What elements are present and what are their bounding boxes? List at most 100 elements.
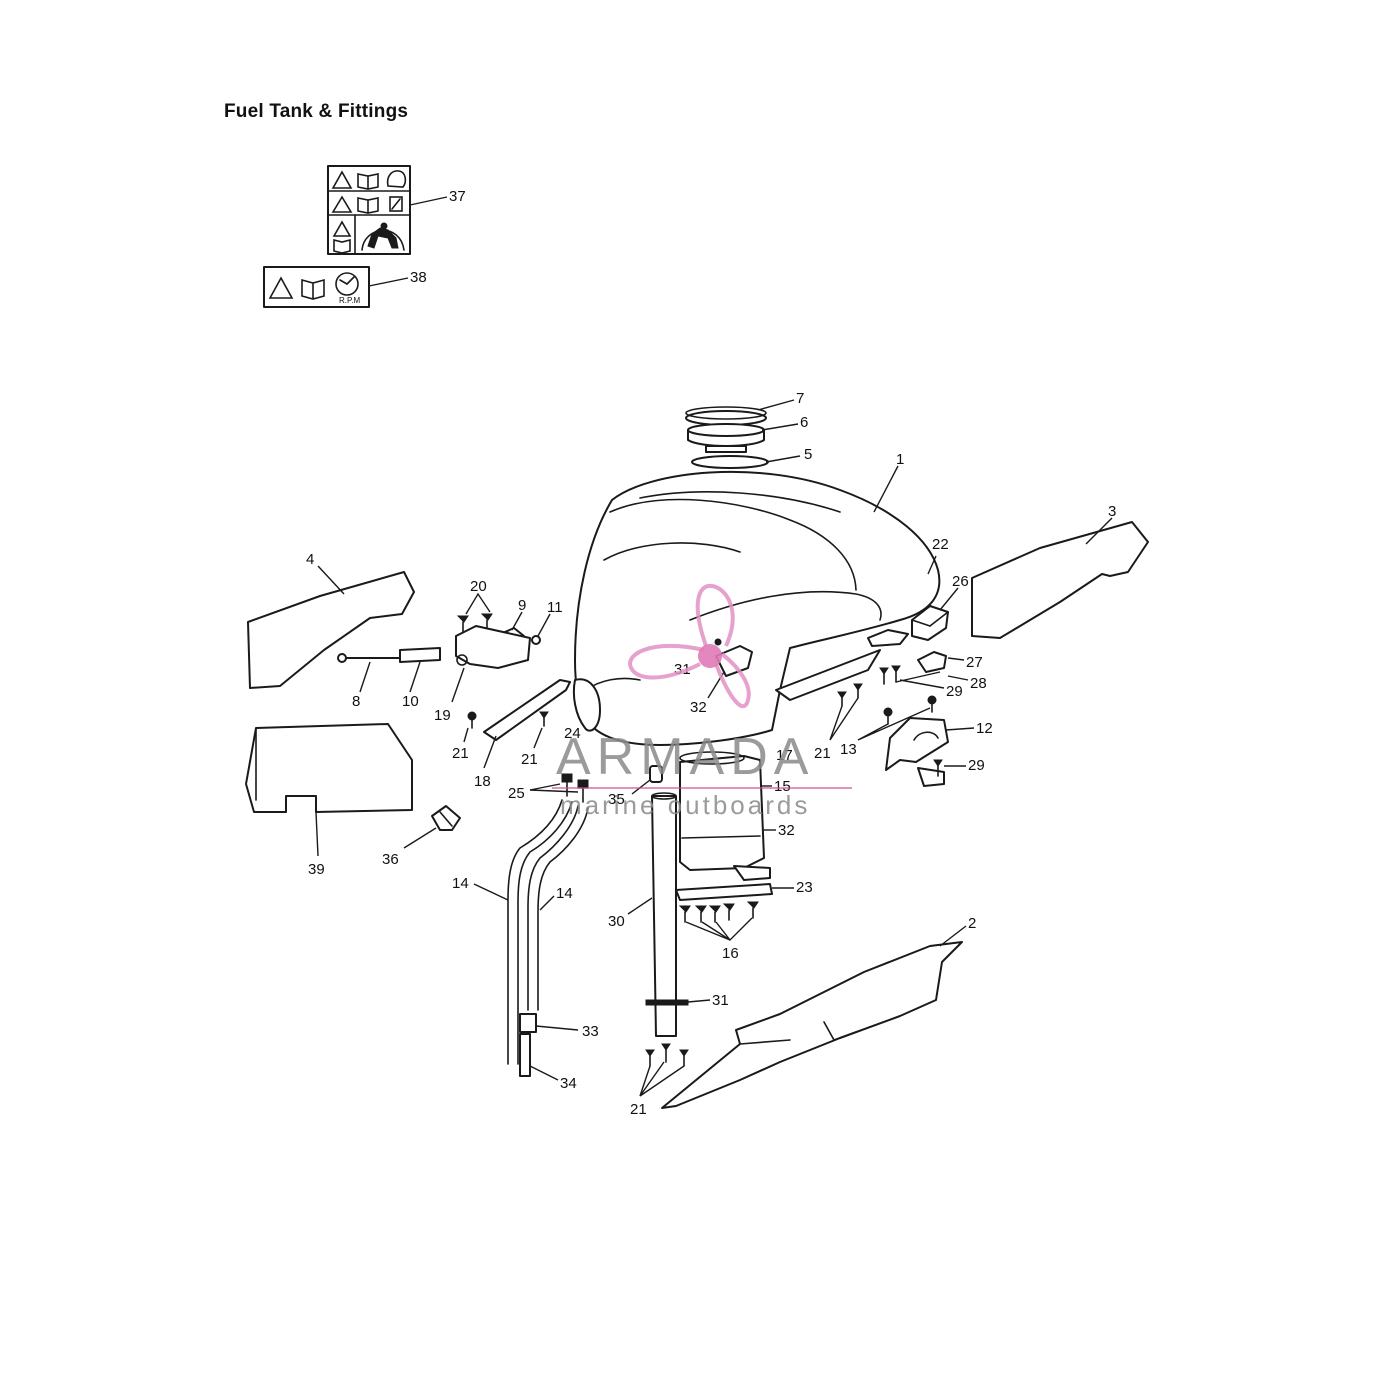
warning-label-38: R.P.M (263, 266, 370, 308)
watermark-brand: ARMADA (556, 728, 814, 786)
callout-21-right: 21 (814, 745, 831, 762)
callout-31-lower: 31 (712, 992, 729, 1009)
warning-triangle-icon (331, 170, 353, 237)
rpm-gauge-icon: R.P.M (335, 272, 361, 305)
callout-35: 35 (608, 791, 625, 808)
propeller-logo-icon (627, 583, 751, 709)
callout-34: 34 (560, 1075, 577, 1092)
screws-29-upper (879, 665, 901, 685)
connector-33 (519, 1013, 537, 1033)
callout-18: 18 (474, 773, 491, 790)
sensor-35 (649, 765, 663, 783)
callout-12: 12 (976, 720, 993, 737)
callout-25: 25 (508, 785, 525, 802)
callout-28: 28 (970, 675, 987, 692)
manual-book-icon (301, 278, 325, 300)
callout-17: 17 (776, 747, 793, 764)
fuel-tank-1 (572, 470, 941, 746)
callout-5: 5 (804, 446, 812, 463)
callout-22: 22 (932, 536, 949, 553)
hinge-bracket-19 (455, 625, 531, 669)
clip-36 (431, 805, 461, 831)
callout-32: 32 (690, 699, 707, 716)
callout-27: 27 (966, 654, 983, 671)
screws-21-right (837, 683, 863, 707)
callout-24: 24 (564, 725, 581, 742)
callout-29-lower: 29 (968, 757, 985, 774)
callout-29: 29 (946, 683, 963, 700)
warning-triangle-icon (268, 276, 294, 299)
grommet-27 (917, 651, 947, 673)
callout-21-bottom: 21 (630, 1101, 647, 1118)
leader-37 (409, 196, 448, 206)
watermark: ARMADA marine outboards (552, 728, 852, 820)
hose-14-a (507, 799, 573, 1065)
under-tray-39 (245, 723, 413, 813)
standpipe-30 (651, 792, 677, 1037)
callout-30: 30 (608, 913, 625, 930)
callout-13: 13 (840, 741, 857, 758)
hose-34 (519, 1033, 531, 1077)
screw-29-lower (933, 759, 943, 777)
callout-6: 6 (800, 414, 808, 431)
helmet-icon (386, 170, 407, 188)
heat-shield-18 (483, 679, 571, 741)
watermark-subtitle: marine outboards (560, 790, 810, 820)
callout-7: 7 (796, 390, 804, 407)
screws-21-bottom (645, 1043, 689, 1067)
hose-14-b (527, 805, 589, 1011)
callout-14-a: 14 (452, 875, 469, 892)
side-panel-4 (247, 571, 415, 689)
bolt-8 (337, 653, 401, 663)
callout-1: 1 (896, 451, 904, 468)
callout-20: 20 (470, 578, 487, 595)
rpm-text: R.P.M (339, 296, 361, 305)
callout-16: 16 (722, 945, 739, 962)
callout-4: 4 (306, 551, 314, 568)
lower-panel-2 (661, 941, 963, 1109)
callout-32-lower: 32 (778, 822, 795, 839)
filler-seal-5 (691, 455, 769, 469)
callout-19: 19 (434, 707, 451, 724)
clamp-ring-31 (645, 999, 689, 1006)
spacer-tube-10 (399, 647, 441, 663)
callout-39: 39 (308, 861, 325, 878)
callout-21-left: 21 (452, 745, 469, 762)
callout-26: 26 (952, 573, 969, 590)
pump-housing-15 (679, 751, 771, 881)
callout-33: 33 (582, 1023, 599, 1040)
screws-13 (883, 695, 937, 725)
callout-9: 9 (518, 597, 526, 614)
screws-20 (456, 613, 493, 633)
fuel-cap-top-7 (685, 406, 767, 426)
callout-38: 38 (410, 269, 427, 286)
relay-box-26 (911, 605, 949, 641)
callout-37: 37 (449, 188, 466, 205)
rider-icon (361, 222, 405, 251)
fuel-can-icon (389, 196, 403, 212)
callout-23: 23 (796, 879, 813, 896)
callout-36: 36 (382, 851, 399, 868)
side-panel-3 (971, 521, 1149, 639)
fittings-25 (561, 773, 589, 803)
callout-14-b: 14 (556, 885, 573, 902)
leader-38 (368, 277, 409, 287)
warning-label-37 (327, 165, 411, 255)
nut-11 (531, 635, 541, 645)
callout-11: 11 (547, 599, 563, 616)
callout-21-mid: 21 (521, 751, 538, 768)
callout-3: 3 (1108, 503, 1116, 520)
callout-10: 10 (402, 693, 419, 710)
mount-bracket-22 (867, 629, 909, 647)
mounting-plate-23 (675, 883, 773, 901)
callout-15: 15 (774, 778, 791, 795)
page-title: Fuel Tank & Fittings (224, 101, 409, 122)
fuel-cap-body-6 (687, 423, 765, 453)
screws-16 (678, 901, 759, 923)
manual-book-icon (333, 173, 379, 254)
callout-2: 2 (968, 915, 976, 932)
screws-21-left (467, 711, 549, 729)
callout-8: 8 (352, 693, 360, 710)
